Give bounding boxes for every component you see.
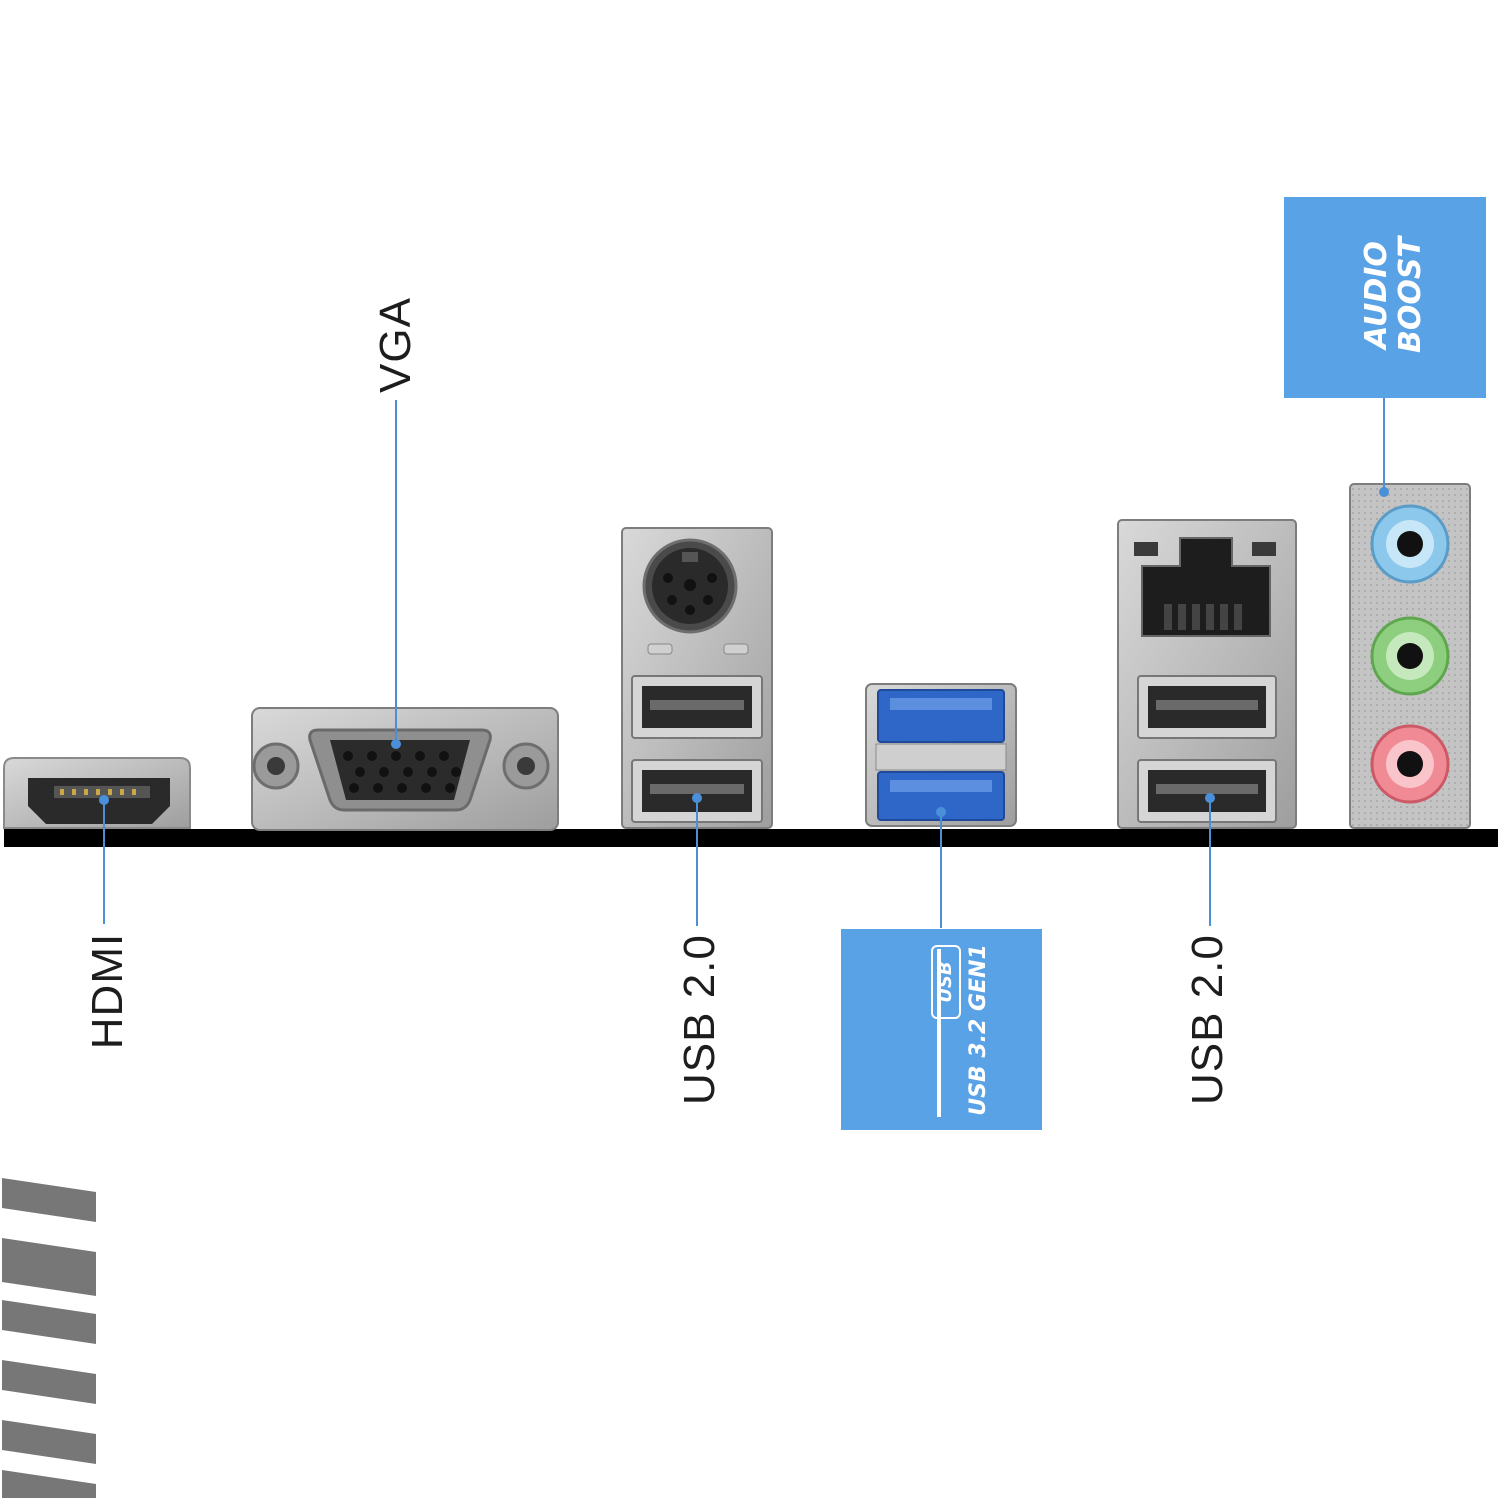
audio-jack-icon — [1370, 724, 1450, 804]
usb3-port-stack — [865, 683, 1017, 827]
audio-jack-icon — [1370, 616, 1450, 696]
hdmi-label: HDMI — [83, 932, 132, 1050]
vga-label: VGA — [371, 297, 420, 393]
rj45-usb-stack — [1117, 519, 1297, 829]
usb-logo-text: USB — [931, 945, 961, 1019]
usb-logo-line — [937, 949, 941, 1117]
usb32-gen1-badge: USB USB 3.2 GEN1 — [841, 929, 1042, 1130]
audio-jack-icon — [1370, 504, 1450, 584]
usb-gen-text: USB 3.2 GEN1 — [966, 944, 991, 1116]
rj45-port-icon — [1134, 537, 1276, 637]
audio-boost-line2: BOOST — [1393, 237, 1428, 353]
leader-lines — [99, 398, 1389, 928]
usb20-left-label: USB 2.0 — [675, 934, 724, 1105]
vga-port-icon — [251, 707, 559, 831]
msi-logo — [2, 1178, 96, 1498]
ps2-port-icon — [642, 538, 749, 655]
hdmi-port-icon — [3, 757, 191, 829]
audio-jack-stack — [1349, 483, 1471, 829]
backplate-bar — [4, 829, 1498, 847]
audio-boost-badge: AUDIO BOOST — [1284, 197, 1486, 398]
usb-port-icon — [1137, 675, 1277, 823]
ps2-usb-stack — [621, 527, 773, 829]
usb20-right-label: USB 2.0 — [1183, 934, 1232, 1105]
